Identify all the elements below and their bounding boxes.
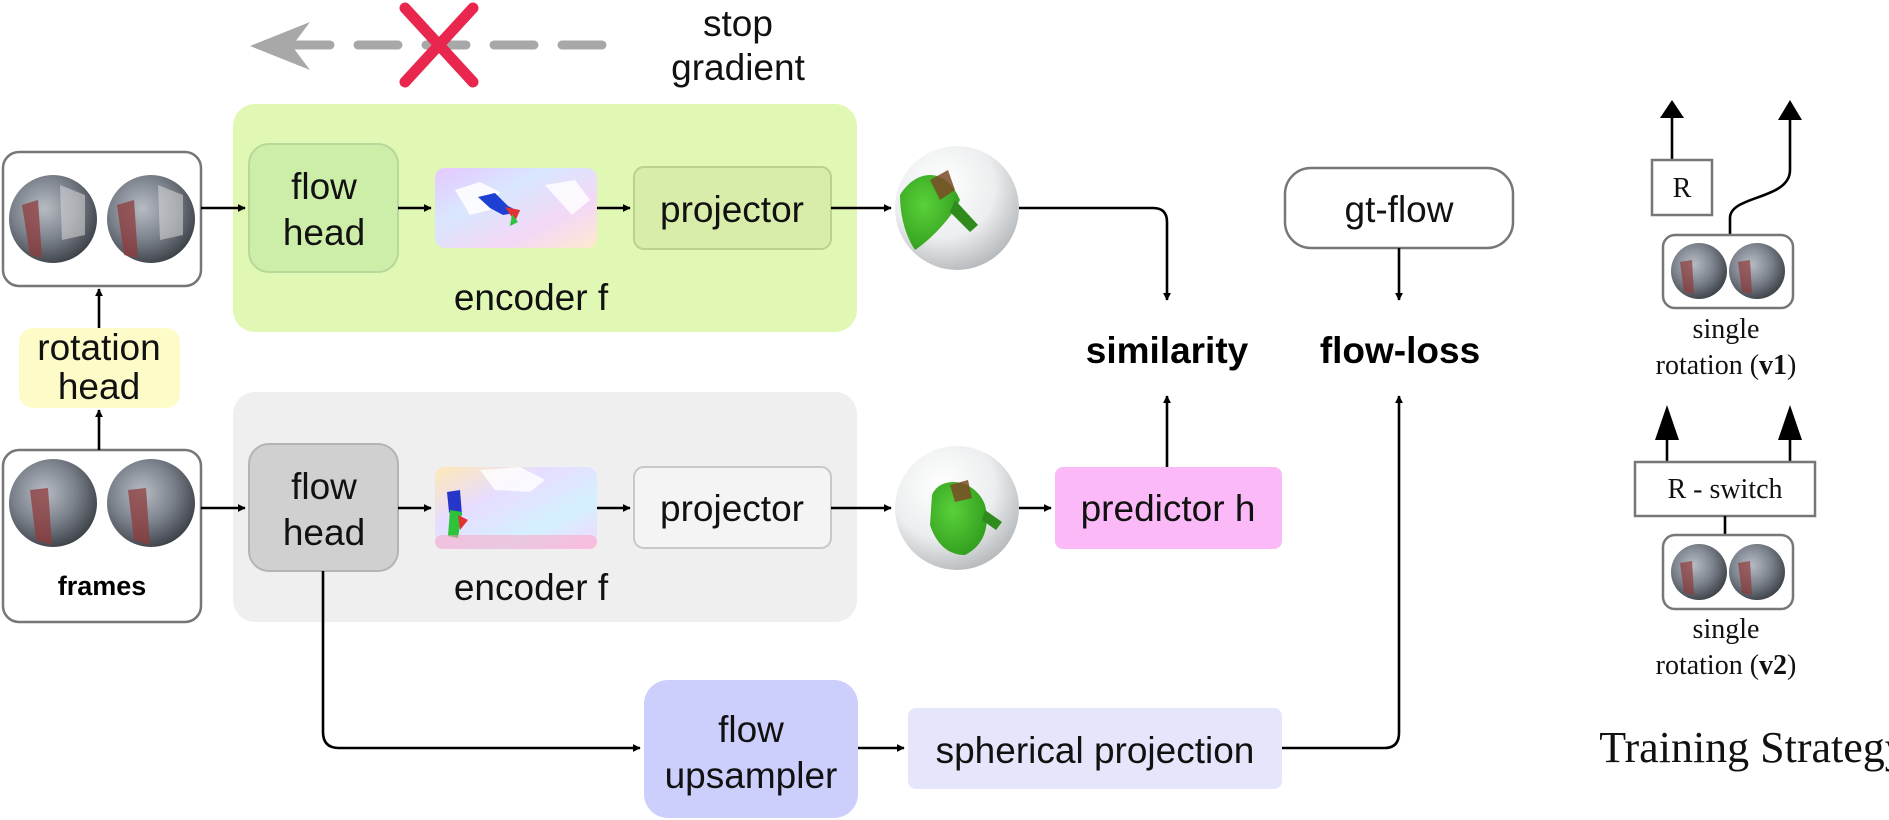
predictor-box: predictor h — [1055, 467, 1282, 549]
bottom-flow-head-line2: head — [283, 512, 365, 553]
v2-arrowhead-right — [1778, 405, 1802, 440]
spherical-projection-box: spherical projection — [908, 708, 1282, 789]
flow-upsampler-box: flow upsampler — [644, 680, 858, 818]
panorama-sphere-icon — [1729, 243, 1785, 299]
flow-upsampler-line1: flow — [718, 709, 784, 750]
v1-caption-line1: single — [1693, 314, 1760, 345]
v1-caption-line2: rotation (v1) — [1656, 350, 1797, 381]
v2-arrowhead-left — [1655, 405, 1679, 440]
bottom-flow-head-line1: flow — [291, 466, 357, 507]
panorama-sphere-icon — [1671, 243, 1727, 299]
panorama-sphere-icon — [9, 175, 97, 263]
training-strategy-title: Training Strategy — [1599, 723, 1889, 772]
gt-flow-label: gt-flow — [1345, 189, 1454, 230]
panorama-sphere-icon — [107, 459, 195, 547]
v2-caption-line2: rotation (v2) — [1656, 650, 1797, 681]
predictor-label: predictor h — [1081, 488, 1256, 529]
panorama-sphere-icon — [107, 175, 195, 263]
v2-caption-line1: single — [1693, 614, 1760, 645]
bottom-flow-map-image — [435, 467, 597, 549]
top-encoder-label: encoder f — [454, 277, 609, 318]
training-strategy-v1: R single rotation (v1) — [1650, 100, 1802, 381]
stop-gradient-label-line2: gradient — [671, 47, 805, 88]
bottom-encoder-label: encoder f — [454, 567, 609, 608]
flow-upsampler-line2: upsampler — [665, 755, 838, 796]
top-flow-map-image — [435, 168, 597, 248]
v1-arrowhead-left — [1660, 100, 1684, 118]
arrow-spherical-projection-to-flow-loss — [1282, 395, 1403, 750]
training-strategy-v2: R - switch single rotation (v2) — [1633, 405, 1817, 681]
panorama-sphere-icon — [1671, 544, 1727, 600]
similarity-label: similarity — [1086, 330, 1249, 371]
rotation-head-line1: rotation — [37, 327, 160, 368]
stop-cross-icon — [399, 2, 479, 88]
stop-gradient-arrowhead — [250, 22, 310, 70]
v2-r-switch-box — [1633, 460, 1817, 518]
v1-r-box — [1650, 158, 1714, 217]
frames-label: frames — [58, 571, 147, 601]
top-flow-head-box: flow head — [248, 143, 399, 273]
v1-output-curve-right — [1728, 120, 1792, 235]
stop-gradient-legend: stop gradient — [250, 2, 806, 88]
gt-flow-box: gt-flow — [1283, 166, 1515, 250]
panorama-sphere-icon — [9, 459, 97, 547]
top-flow-head-line1: flow — [291, 166, 357, 207]
v2-r-switch-label: R - switch — [1667, 474, 1782, 505]
top-projector-box: projector — [633, 166, 832, 250]
v1-r-label: R — [1673, 173, 1692, 204]
flow-loss-label: flow-loss — [1320, 330, 1480, 371]
top-projector-label: projector — [660, 189, 804, 230]
arrow-flow-head-to-upsampler — [321, 571, 641, 752]
bottom-embedding-sphere — [895, 446, 1019, 570]
spherical-projection-label: spherical projection — [936, 730, 1255, 771]
top-embedding-sphere — [895, 146, 1019, 270]
top-flow-head-line2: head — [283, 212, 365, 253]
rotation-head-line2: head — [58, 366, 140, 407]
rotated-frames-box — [1, 150, 203, 288]
stop-gradient-label-line1: stop — [703, 3, 773, 44]
frames-box: frames — [1, 448, 203, 624]
bottom-projector-box: projector — [633, 466, 832, 549]
arrow-top-embedding-to-similarity — [1019, 206, 1171, 301]
panorama-sphere-icon — [1729, 544, 1785, 600]
v1-arrowhead-right — [1778, 100, 1802, 120]
bottom-projector-label: projector — [660, 488, 804, 529]
bottom-flow-head-box: flow head — [248, 443, 399, 572]
rotation-head-box: rotation head — [19, 327, 180, 408]
